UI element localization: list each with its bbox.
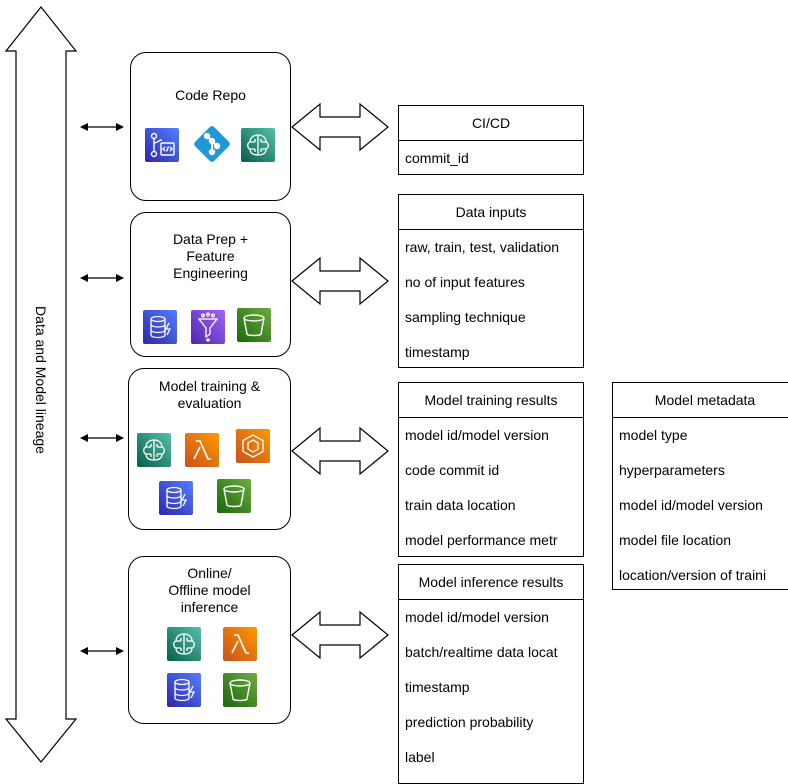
table-row: label <box>405 749 435 765</box>
table-row: train data location <box>405 497 516 513</box>
table-header: CI/CD <box>399 106 583 141</box>
table-header: Data inputs <box>399 195 583 230</box>
database-icon <box>167 673 201 707</box>
sagemaker-icon <box>137 433 171 467</box>
lambda-icon <box>185 433 219 467</box>
table-row: no of input features <box>405 274 525 290</box>
table-row: model id/model version <box>405 427 549 443</box>
table-row: code commit id <box>405 462 500 478</box>
database-icon <box>143 310 177 344</box>
table-row: hyperparameters <box>619 462 725 478</box>
stage-title: Online/ Offline model inference <box>168 565 251 615</box>
stage-title: Model training & evaluation <box>158 378 261 411</box>
s3-bucket-icon <box>217 479 251 513</box>
table-row: commit_id <box>405 150 469 166</box>
double-arrow-cicd <box>291 102 389 152</box>
table-row: timestamp <box>405 679 470 695</box>
table-row: timestamp <box>405 344 470 360</box>
table-row: raw, train, test, validation <box>405 239 560 255</box>
ecr-icon <box>236 429 270 463</box>
table-training-results: Model training results model id/model ve… <box>398 382 584 557</box>
data-wrangler-icon <box>191 310 225 344</box>
sagemaker-icon <box>241 128 275 162</box>
table-cicd: CI/CD commit_id <box>398 105 584 175</box>
table-row: batch/realtime data locat <box>405 644 558 660</box>
lambda-icon <box>223 627 257 661</box>
table-row: model type <box>619 427 688 443</box>
table-row: model id/model version <box>405 609 549 625</box>
table-inference-results: Model inference results model id/model v… <box>398 564 584 784</box>
table-row: sampling technique <box>405 309 526 325</box>
table-data-inputs: Data inputs raw, train, test, validation… <box>398 194 584 368</box>
stage-model-training: Model training & evaluation <box>128 368 291 530</box>
table-header: Model inference results <box>399 565 583 600</box>
git-icon <box>193 125 231 163</box>
stage-data-prep: Data Prep + Feature Engineering <box>130 212 291 357</box>
code-pipeline-icon <box>145 128 179 162</box>
stage-title: Code Repo <box>175 87 246 103</box>
table-row: model file location <box>619 532 732 548</box>
sagemaker-icon <box>167 627 201 661</box>
stage-model-inference: Online/ Offline model inference <box>128 556 291 724</box>
table-model-metadata: Model metadata model type hyperparameter… <box>612 382 788 590</box>
database-icon <box>159 481 193 515</box>
s3-bucket-icon <box>223 673 257 707</box>
lineage-arrow <box>4 6 78 763</box>
table-row: location/version of traini <box>619 567 767 583</box>
table-header: Model metadata <box>613 383 788 418</box>
table-row: model id/model version <box>619 497 763 513</box>
table-row: prediction probability <box>405 714 534 730</box>
double-arrow-inference <box>291 610 389 660</box>
stage-code-repo: Code Repo <box>130 52 291 201</box>
table-row: model performance metr <box>405 532 558 548</box>
stage-title: Data Prep + Feature Engineering <box>172 231 249 281</box>
lineage-label: Data and Model lineage <box>33 306 49 454</box>
s3-bucket-icon <box>237 308 271 342</box>
table-header: Model training results <box>399 383 583 418</box>
double-arrow-training <box>291 426 389 476</box>
double-arrow-data-inputs <box>291 256 389 306</box>
